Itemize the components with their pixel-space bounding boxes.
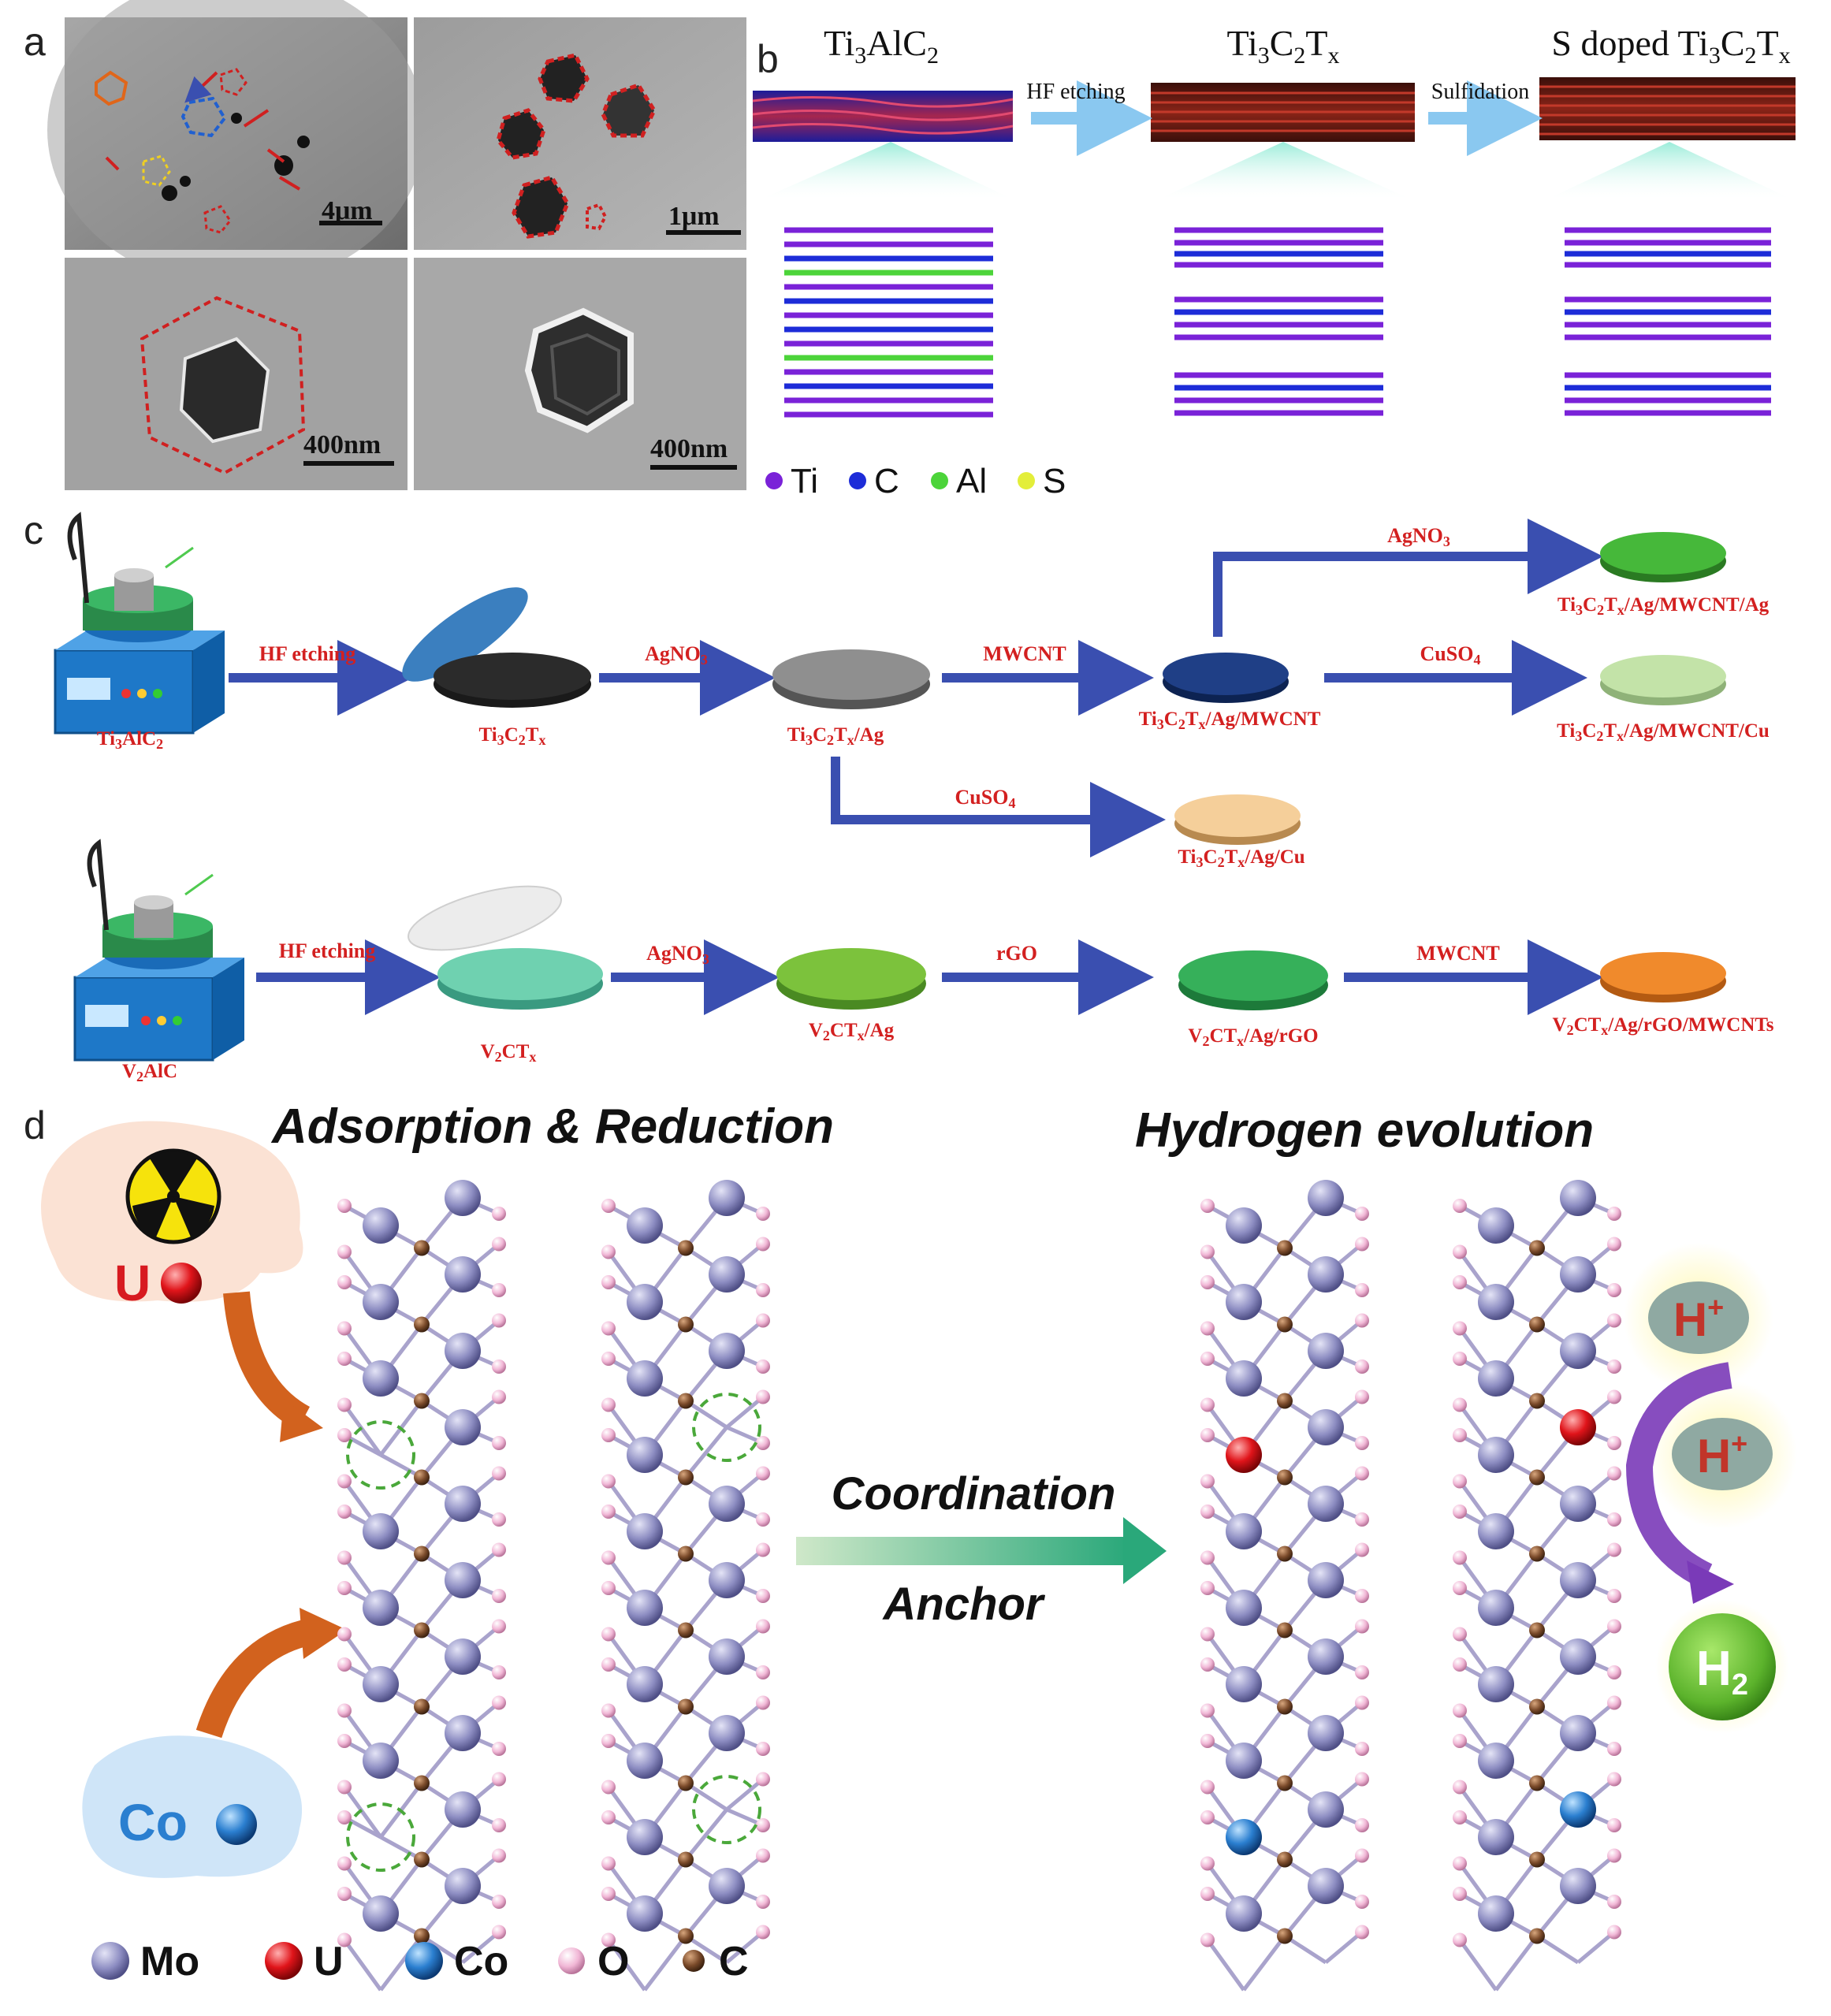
layer-stack-s-doped bbox=[1539, 77, 1796, 140]
c-v2alc-label: V2AlC bbox=[122, 1061, 177, 1084]
disc-v2ctx-final bbox=[1600, 952, 1726, 1002]
panel-b-label: b bbox=[757, 37, 779, 81]
cobalt-source: Co bbox=[82, 1608, 347, 1878]
co-atom-icon bbox=[216, 1804, 257, 1845]
c-ag-mwcnt-label: Ti3C2Tx/Ag/MWCNT bbox=[1139, 709, 1321, 732]
c-step-agno3-2: AgNO3 bbox=[1387, 524, 1450, 549]
sem-image-3: 400nm bbox=[65, 258, 408, 490]
c-step-agno3-3: AgNO3 bbox=[646, 942, 709, 967]
title-adsorption: Adsorption & Reduction bbox=[270, 1099, 834, 1154]
panel-c-label: c bbox=[24, 508, 43, 552]
panel-b: b Ti3AlC2 Ti3C2Tx S doped Ti3C2Tx HF etc… bbox=[752, 23, 1796, 500]
legend-d-co: Co bbox=[454, 1939, 508, 1984]
step-hf-etching: HF etching bbox=[1026, 80, 1125, 104]
panel-a: a 4μm bbox=[24, 0, 746, 490]
stage-s-doped: S doped Ti3C2Tx bbox=[1551, 23, 1790, 69]
legend-b-s: S bbox=[1043, 462, 1066, 500]
c-v2ctx-ag-label: V2CTx/Ag bbox=[809, 1020, 895, 1043]
legend-b-ti: Ti bbox=[791, 462, 818, 500]
c-step-agno3-1: AgNO3 bbox=[645, 642, 708, 668]
legend-b-dot-c bbox=[849, 472, 866, 489]
step-sulfidation: Sulfidation bbox=[1431, 80, 1529, 104]
lattice-chain bbox=[1453, 1180, 1621, 1992]
disc-ti3c2tx-ag bbox=[772, 649, 930, 709]
legend-b-dot-ti bbox=[765, 472, 783, 489]
c-v2ctx-label: V2CTx bbox=[481, 1041, 537, 1065]
c-step-cuso4-1: CuSO4 bbox=[1420, 642, 1481, 668]
lattice-chain bbox=[1200, 1180, 1369, 1992]
disc-v2ctx-ag bbox=[776, 948, 926, 1010]
legend-b: Ti C Al S bbox=[765, 462, 1066, 500]
disc-v2ctx bbox=[408, 885, 603, 1010]
c-ti3alc2-label: Ti3AlC2 bbox=[97, 728, 163, 752]
arrow-coordination-label: Coordination bbox=[832, 1468, 1116, 1519]
c-step-mwcnt-1: MWCNT bbox=[983, 642, 1066, 665]
legend-b-al: Al bbox=[956, 462, 987, 500]
coordination-arrow bbox=[796, 1537, 1127, 1565]
disc-ti3c2tx-ag-cu bbox=[1174, 794, 1301, 845]
legend-d-o-icon bbox=[558, 1947, 585, 1974]
legend-b-dot-s bbox=[1018, 472, 1035, 489]
c-v2ctx-final-label: V2CTx/Ag/rGO/MWCNTs bbox=[1553, 1014, 1774, 1038]
layer-stack-ti3c2tx bbox=[1151, 83, 1415, 142]
legend-d-o: O bbox=[597, 1939, 629, 1984]
u-atom-icon bbox=[161, 1263, 202, 1304]
legend-d-mo: Mo bbox=[140, 1939, 199, 1984]
lattice-chain bbox=[337, 1180, 506, 1992]
c-ag-cu-label: Ti3C2Tx/Ag/Cu bbox=[1178, 846, 1304, 870]
disc-ag-mwcnt-ag bbox=[1600, 532, 1726, 582]
lattice-chain bbox=[601, 1180, 770, 1992]
c-step-hf-2: HF etching bbox=[279, 939, 376, 962]
c-step-mwcnt-2: MWCNT bbox=[1416, 942, 1499, 965]
panel-d-label: d bbox=[24, 1103, 46, 1147]
title-hydrogen: Hydrogen evolution bbox=[1135, 1103, 1594, 1158]
legend-d: Mo U Co O C bbox=[91, 1939, 749, 1984]
sem-image-1: 4μm bbox=[47, 0, 426, 288]
legend-d-u: U bbox=[314, 1939, 344, 1984]
stage-ti3c2tx: Ti3C2Tx bbox=[1226, 23, 1339, 69]
c-v2ctx-ag-rgo-label: V2CTx/Ag/rGO bbox=[1188, 1025, 1318, 1049]
legend-b-dot-al bbox=[931, 472, 948, 489]
c-ag-mwcnt-ag-label: Ti3C2Tx/Ag/MWCNT/Ag bbox=[1557, 594, 1770, 618]
mxene-lattices bbox=[337, 1180, 1621, 1992]
u-label: U bbox=[114, 1255, 151, 1311]
c-ag-mwcnt-cu-label: Ti3C2Tx/Ag/MWCNT/Cu bbox=[1557, 720, 1770, 744]
layer-stack-ti3alc2 bbox=[752, 91, 1014, 142]
scale-bar-1: 4μm bbox=[322, 196, 373, 225]
crystal-ti3alc2 bbox=[784, 221, 993, 427]
stirrer-icon-1 bbox=[54, 511, 225, 735]
legend-d-mo-icon bbox=[91, 1942, 129, 1980]
crystal-ti3c2tx bbox=[1174, 221, 1383, 427]
stirrer-icon-2 bbox=[73, 839, 244, 1062]
scale-bar-3: 400nm bbox=[303, 430, 381, 459]
legend-b-c: C bbox=[874, 462, 899, 500]
panel-d: d Adsorption & Reduction Hydrogen evolut… bbox=[24, 1099, 1797, 1992]
uranium-source: U bbox=[41, 1121, 323, 1442]
stage-ti3alc2: Ti3AlC2 bbox=[824, 23, 939, 69]
c-step-cuso4-2: CuSO4 bbox=[955, 786, 1016, 811]
legend-d-co-icon bbox=[405, 1942, 443, 1980]
disc-ti3c2tx-ag-mwcnt bbox=[1163, 653, 1289, 703]
sem-image-2: 1μm bbox=[414, 17, 746, 250]
c-step-rgo: rGO bbox=[996, 942, 1037, 965]
scale-bar-2: 1μm bbox=[668, 202, 720, 231]
disc-ag-mwcnt-cu bbox=[1600, 655, 1726, 705]
legend-d-c-icon bbox=[683, 1950, 705, 1972]
crystal-s-doped bbox=[1565, 221, 1771, 427]
c-step-hf-1: HF etching bbox=[259, 642, 356, 665]
co-label: Co bbox=[118, 1793, 188, 1851]
scale-bar-4: 400nm bbox=[650, 434, 728, 463]
panel-a-label: a bbox=[24, 20, 46, 64]
legend-d-u-icon bbox=[265, 1942, 303, 1980]
disc-ti3c2tx bbox=[402, 587, 591, 708]
disc-v2ctx-ag-rgo bbox=[1178, 950, 1328, 1010]
arrow-anchor-label: Anchor bbox=[882, 1579, 1046, 1630]
sem-image-4: 400nm bbox=[414, 258, 746, 490]
c-ti3c2tx-label: Ti3C2Tx bbox=[479, 724, 546, 748]
panel-c: c Ti3AlC2 HF etching Ti3C2Tx AgNO3 bbox=[24, 508, 1774, 1084]
legend-d-c: C bbox=[719, 1939, 749, 1984]
c-ti3c2tx-ag-label: Ti3C2Tx/Ag bbox=[787, 724, 884, 748]
hydrogen-evolution-icons: H+ H+ H2 bbox=[1624, 1243, 1797, 1734]
